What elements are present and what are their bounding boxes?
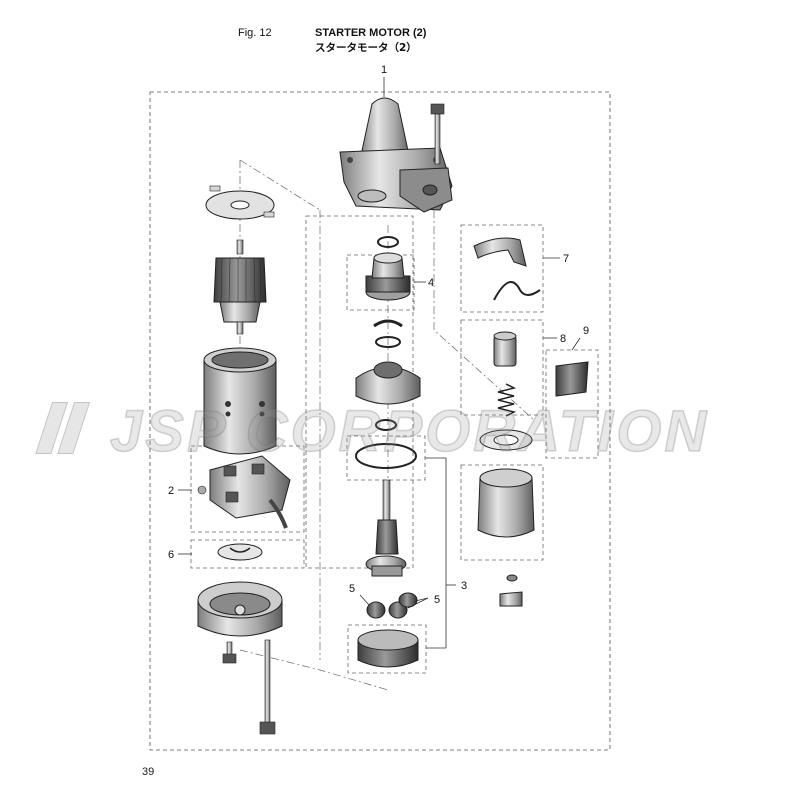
group-box-9 xyxy=(545,349,599,459)
front-housing-part-1 xyxy=(339,97,453,213)
pinion-gear-part-4 xyxy=(365,252,411,301)
yoke-housing xyxy=(203,347,277,455)
through-bolt xyxy=(259,639,276,735)
gear-washer-part-3 xyxy=(355,419,417,469)
retainer-clip xyxy=(373,319,403,328)
figure-subtitle-jp: スタータモータ（2） xyxy=(315,42,417,54)
plunger-part-8 xyxy=(493,331,517,367)
group-box-8 xyxy=(460,319,544,416)
group-box-4 xyxy=(346,254,415,311)
callout-6: 6 xyxy=(168,549,174,561)
group-box-3-ring xyxy=(347,624,427,674)
rear-cover xyxy=(197,581,283,637)
callout-7: 7 xyxy=(563,253,569,265)
solenoid-cap xyxy=(499,574,523,607)
callout-3: 3 xyxy=(461,580,467,592)
callout-9: 9 xyxy=(583,325,589,337)
drive-shaft xyxy=(365,479,407,577)
washer-center xyxy=(375,336,401,348)
group-box-7 xyxy=(460,224,544,313)
page-number: 39 xyxy=(142,766,155,778)
callout-5b: 5 xyxy=(434,594,440,606)
contact-plate-part-9 xyxy=(555,361,589,397)
return-spring xyxy=(497,383,517,417)
callout-1: 1 xyxy=(381,64,387,76)
solenoid-body xyxy=(477,468,535,538)
figure-label: Fig. 12 xyxy=(238,27,272,39)
spring-clip-part-6 xyxy=(217,543,263,561)
brush-holder-part-2 xyxy=(197,455,291,529)
housing-bolt xyxy=(430,103,445,165)
figure-title: STARTER MOTOR (2) xyxy=(315,27,427,39)
callout-5a: 5 xyxy=(349,583,355,595)
cover-screw xyxy=(222,641,237,664)
gasket-ring xyxy=(479,429,533,451)
axis-line-right xyxy=(433,210,535,421)
planetary-carrier xyxy=(355,361,421,405)
assembly-boundary xyxy=(149,91,611,751)
thrust-washer-top xyxy=(205,185,275,220)
callout-2: 2 xyxy=(168,485,174,497)
planet-gears-part-5 xyxy=(366,592,418,619)
callout-4: 4 xyxy=(428,277,434,289)
armature xyxy=(213,239,267,335)
internal-ring-gear xyxy=(357,629,419,668)
snap-ring xyxy=(377,236,399,248)
group-box-solenoid xyxy=(460,464,544,561)
shift-lever-part-7 xyxy=(473,237,541,301)
callout-8: 8 xyxy=(560,333,566,345)
